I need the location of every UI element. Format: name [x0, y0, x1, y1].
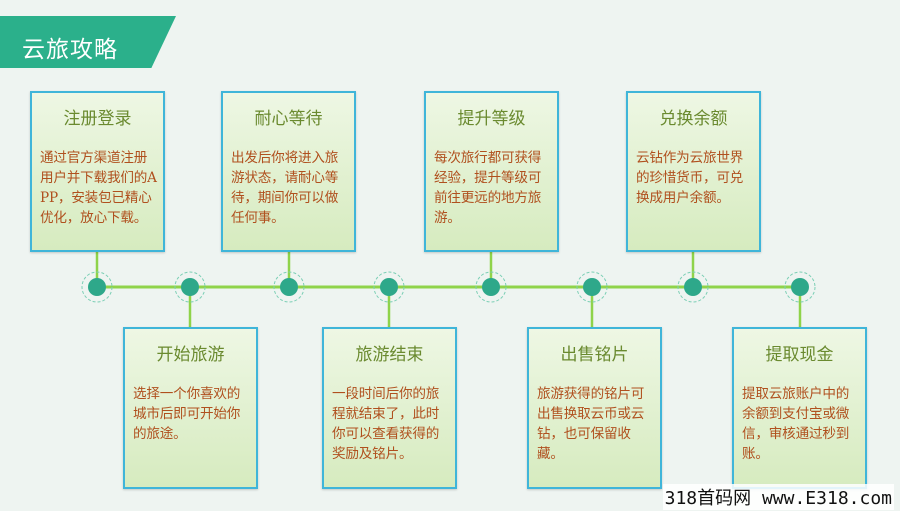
- timeline-node-4: [373, 271, 405, 303]
- step-card-sell-cards: 出售铭片 旅游获得的铭片可出售换取云币或云钻，也可保留收藏。: [527, 327, 662, 489]
- timeline-node-2: [174, 271, 206, 303]
- step-card-register: 注册登录 通过官方渠道注册用户并下载我们的APP，安装包已精心优化，放心下载。: [30, 91, 165, 252]
- step-title: 出售铭片: [560, 345, 629, 365]
- step-title: 耐心等待: [254, 109, 323, 129]
- page-title: 云旅攻略: [22, 37, 118, 63]
- step-description: 提取云旅账户中的余额到支付宝或微信，审核通过秒到账。: [742, 386, 850, 462]
- header-banner: 云旅攻略: [0, 16, 176, 68]
- step-title: 提取现金: [765, 345, 834, 365]
- step-card-travel-end: 旅游结束 一段时间后你的旅程就结束了，此时你可以查看获得的奖励及铭片。: [322, 327, 457, 489]
- step-description: 选择一个你喜欢的城市后即可开始你的旅途。: [133, 386, 241, 442]
- step-title: 兑换余额: [659, 109, 728, 129]
- step-description: 出发后你将进入旅游状态，请耐心等待，期间你可以做任何事。: [231, 150, 339, 226]
- step-description: 云钻作为云旅世界的珍惜货币，可兑换成用户余额。: [636, 150, 744, 206]
- timeline-node-6: [576, 271, 608, 303]
- step-description: 通过官方渠道注册用户并下载我们的APP，安装包已精心优化，放心下载。: [40, 150, 157, 226]
- step-title: 注册登录: [63, 109, 132, 129]
- watermark: 318首码网 www.E318.com: [662, 484, 894, 510]
- step-card-wait: 耐心等待 出发后你将进入旅游状态，请耐心等待，期间你可以做任何事。: [221, 91, 356, 252]
- step-description: 每次旅行都可获得经验，提升等级可前往更远的地方旅游。: [434, 150, 542, 226]
- step-card-withdraw: 提取现金 提取云旅账户中的余额到支付宝或微信，审核通过秒到账。: [732, 327, 867, 489]
- step-card-level-up: 提升等级 每次旅行都可获得经验，提升等级可前往更远的地方旅游。: [424, 91, 559, 252]
- timeline-node-1: [81, 271, 113, 303]
- timeline-node-5: [475, 271, 507, 303]
- step-description: 一段时间后你的旅程就结束了，此时你可以查看获得的奖励及铭片。: [332, 386, 440, 462]
- step-card-start-travel: 开始旅游 选择一个你喜欢的城市后即可开始你的旅途。: [123, 327, 258, 489]
- step-title: 旅游结束: [355, 345, 424, 365]
- timeline-node-7: [677, 271, 709, 303]
- timeline-node-8: [784, 271, 816, 303]
- step-title: 开始旅游: [156, 345, 225, 365]
- step-card-exchange: 兑换余额 云钻作为云旅世界的珍惜货币，可兑换成用户余额。: [626, 91, 761, 252]
- step-title: 提升等级: [457, 109, 526, 129]
- step-description: 旅游获得的铭片可出售换取云币或云钻，也可保留收藏。: [537, 386, 645, 462]
- timeline-node-3: [273, 271, 305, 303]
